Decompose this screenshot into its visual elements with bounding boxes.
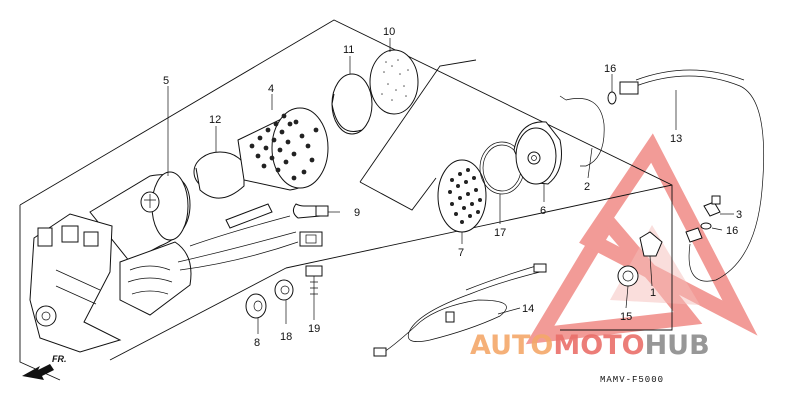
callout-13: 13 — [670, 133, 682, 145]
callout-4: 4 — [268, 83, 274, 95]
callout-16-right: 16 — [726, 225, 738, 237]
watermark-wordmark: AUTOMOTOHUB — [470, 330, 710, 361]
callout-11: 11 — [343, 44, 354, 56]
callout-labels: 5 4 12 11 10 9 7 17 6 2 16 13 3 16 1 15 … — [163, 26, 742, 349]
callout-19: 19 — [308, 323, 320, 335]
watermark-triangle-logo — [525, 133, 758, 345]
diagram-code: MAMV-F5000 — [600, 375, 664, 385]
elbow-hose — [292, 203, 329, 219]
mesh-filter-drum — [237, 107, 329, 191]
spacer-ring — [193, 151, 247, 199]
collar-18 — [274, 279, 294, 301]
callout-18: 18 — [280, 331, 292, 343]
bolt-19 — [305, 265, 323, 302]
air-tube — [619, 69, 765, 282]
foam-element — [369, 49, 419, 115]
callout-1: 1 — [650, 287, 656, 299]
front-direction-arrow: FR. — [22, 354, 67, 380]
coiled-cable — [373, 263, 547, 357]
watermark-moto: MOTO — [553, 330, 644, 361]
wire-connector — [299, 231, 323, 247]
callout-16-top: 16 — [604, 63, 616, 75]
callout-12: 12 — [209, 114, 221, 126]
circlip — [559, 95, 605, 167]
callout-9: 9 — [354, 207, 360, 219]
front-label: FR. — [52, 354, 67, 364]
callout-6: 6 — [540, 205, 546, 217]
callout-14: 14 — [522, 303, 534, 315]
filter-disk — [331, 73, 373, 135]
callout-10: 10 — [383, 26, 395, 38]
assembly-frame — [19, 19, 673, 381]
callout-8: 8 — [254, 337, 260, 349]
grommet-8 — [245, 293, 267, 319]
callout-15: 15 — [620, 311, 632, 323]
callout-7: 7 — [458, 247, 464, 259]
watermark-auto: AUTO — [470, 330, 553, 361]
filter-cap — [513, 121, 562, 185]
washer-top — [607, 91, 617, 105]
mesh-disk — [437, 159, 487, 233]
grommet-15 — [617, 265, 639, 287]
watermark-hub: HUB — [645, 330, 710, 361]
nipple-fitting — [703, 195, 721, 217]
grommet-1 — [639, 231, 663, 257]
callout-2: 2 — [584, 181, 590, 193]
filter-subframe — [359, 59, 477, 211]
leader-lines — [167, 38, 734, 334]
callout-3: 3 — [736, 209, 742, 221]
svg-text:AUTOMOTOHUB: AUTOMOTOHUB — [470, 330, 710, 361]
callout-17: 17 — [494, 227, 506, 239]
washer-right — [700, 222, 712, 230]
air-pump-assembly — [29, 171, 299, 353]
callout-5: 5 — [163, 75, 169, 87]
